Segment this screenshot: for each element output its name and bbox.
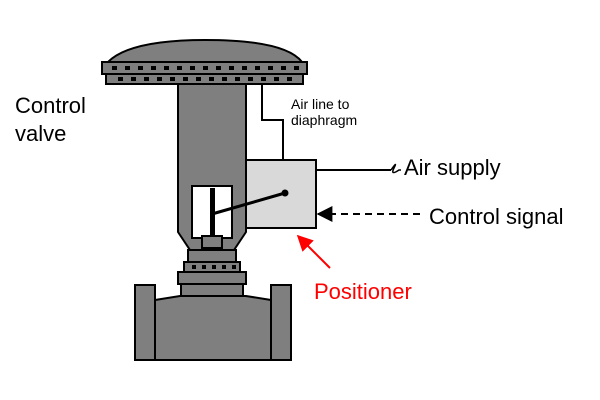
control-valve-label: Control valve (15, 92, 86, 148)
air-line-label-line1: Air line to (291, 96, 350, 112)
positioner-label: Positioner (314, 279, 412, 304)
valve-bonnet (177, 249, 247, 297)
diaphragm-actuator (101, 38, 308, 85)
air-line-label: Air line to diaphragm (291, 96, 357, 128)
air-supply-label: Air supply (404, 155, 501, 180)
air-line-label-line2: diaphragm (291, 112, 358, 128)
air-supply-line (316, 163, 401, 174)
control-valve-label-line1: Control (15, 93, 86, 118)
valve-body (134, 284, 292, 361)
control-valve-label-line2: valve (15, 121, 67, 146)
positioner-pointer-arrow (296, 234, 331, 269)
air-line-to-diaphragm (261, 84, 284, 160)
linkage-pivot (281, 189, 289, 197)
diaphragm-bolts (112, 66, 299, 81)
yoke-window (191, 185, 233, 249)
feedback-linkage (211, 191, 286, 216)
control-signal-label: Control signal (429, 204, 564, 229)
